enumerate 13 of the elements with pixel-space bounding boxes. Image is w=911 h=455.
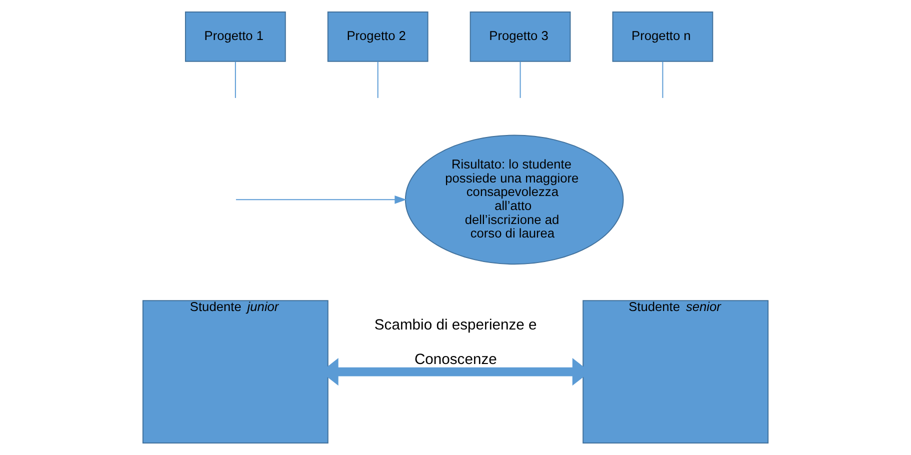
node-box: Studente senior — [582, 300, 769, 444]
node-box: Progetto 2 — [327, 11, 428, 62]
node-box: Progetto n — [612, 11, 714, 62]
node-box: Studente junior — [142, 300, 328, 444]
connector — [520, 61, 521, 98]
connector — [377, 61, 378, 98]
node-box: Progetto 1 — [185, 11, 286, 62]
edge-label: Scambio di esperienze e Conoscenze — [374, 317, 537, 368]
node-ellipse: Risultato: lo studente possiede una maggiore consapevolezza all’atto dell’iscrizione ad corso di laurea — [404, 134, 624, 265]
connector — [234, 61, 236, 98]
node-box: Progetto 3 — [470, 11, 571, 62]
arrow — [235, 196, 407, 204]
connector — [662, 61, 664, 98]
